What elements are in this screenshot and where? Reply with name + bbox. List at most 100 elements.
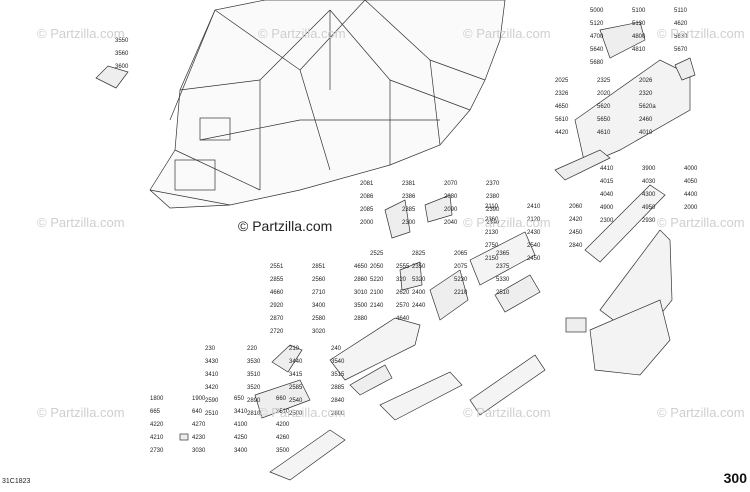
- callout-label: 240: [331, 346, 342, 352]
- callout-label: 2060: [569, 204, 583, 210]
- watermark: © Partzilla.com: [463, 26, 551, 41]
- callout-label: 2825: [412, 251, 426, 257]
- callout-label: 2075: [454, 264, 468, 270]
- callout-label: 2890: [247, 398, 261, 404]
- callout-label: 2840: [331, 398, 345, 404]
- panel-2120: [469, 231, 536, 286]
- watermark: © Partzilla.com: [657, 26, 745, 41]
- bracket-4700: [674, 57, 696, 81]
- panel-5120: [599, 21, 646, 59]
- callout-label: 3550: [115, 38, 129, 44]
- callout-label: 3440: [289, 359, 303, 365]
- rocker-2500: [469, 354, 546, 416]
- callout-label: 2551: [270, 264, 284, 270]
- callout-label: 2400: [412, 290, 426, 296]
- callout-label: 2870: [270, 316, 284, 322]
- bracket-3600: [95, 65, 129, 89]
- callout-label: 2026: [639, 78, 653, 84]
- callout-label: 2560: [312, 277, 326, 283]
- callout-label: 4220: [150, 422, 164, 428]
- callout-label: 5680: [590, 60, 604, 66]
- callout-label: 1800: [150, 396, 164, 402]
- callout-label: 5000: [590, 8, 604, 14]
- callout-label: 2855: [270, 277, 284, 283]
- callout-label: 3030: [192, 448, 206, 454]
- callout-label: 2300: [600, 218, 614, 224]
- part-2510: [349, 364, 393, 396]
- callout-label: 230: [205, 346, 216, 352]
- callout-label: 2440: [412, 303, 426, 309]
- callout-label: 2065: [454, 251, 468, 257]
- callout-label: 2860: [354, 277, 368, 283]
- callout-label: 2585: [289, 385, 303, 391]
- callout-label: 4200: [276, 422, 290, 428]
- part-2570: [271, 344, 303, 373]
- callout-label: 2410: [527, 204, 541, 210]
- callout-label: 3420: [205, 385, 219, 391]
- rocker-4100: [269, 429, 346, 481]
- main-watermark: © Partzilla.com: [238, 218, 333, 234]
- callout-label: 2210: [454, 290, 468, 296]
- callout-label: 2100: [370, 290, 384, 296]
- callout-label: 3400: [312, 303, 326, 309]
- callout-label: 2090: [444, 207, 458, 213]
- callout-label: 2525: [370, 251, 384, 257]
- callout-label: 5110: [674, 8, 688, 14]
- callout-label: 4800: [632, 34, 646, 40]
- callout-label: 2386: [402, 194, 416, 200]
- callout-label: 3430: [205, 359, 219, 365]
- callout-label: 3510: [276, 409, 290, 415]
- callout-label: 3510: [247, 372, 261, 378]
- callout-label: 2570: [396, 303, 410, 309]
- callout-label: 2555: [396, 264, 410, 270]
- callout-label: 3500: [276, 448, 290, 454]
- panel-2210: [494, 274, 541, 313]
- callout-label: 2720: [270, 329, 284, 335]
- callout-label: 4230: [192, 435, 206, 441]
- callout-label: 2885: [331, 385, 345, 391]
- callout-label: 4620: [674, 21, 688, 27]
- callout-label: 3515: [331, 372, 345, 378]
- callout-label: 4900: [600, 205, 614, 211]
- callout-label: 3410: [205, 372, 219, 378]
- callout-label: 2325: [597, 78, 611, 84]
- callout-label: 650: [234, 396, 245, 402]
- callout-label: 665: [150, 409, 161, 415]
- callout-label: 5100: [632, 8, 646, 14]
- callout-label: 4210: [150, 435, 164, 441]
- callout-label: 4260: [276, 435, 290, 441]
- watermark: © Partzilla.com: [37, 405, 125, 420]
- callout-label: 2025: [555, 78, 569, 84]
- callout-label: 3600: [115, 64, 129, 70]
- callout-label: 4610: [597, 130, 611, 136]
- callout-label: 2390: [486, 207, 500, 213]
- callout-label: 2840: [569, 243, 583, 249]
- panel-2720: [329, 317, 421, 381]
- callout-label: 2080: [444, 194, 458, 200]
- callout-label: 2130: [485, 230, 499, 236]
- callout-label: 2510: [205, 411, 219, 417]
- callout-label: 2070: [444, 181, 458, 187]
- callout-label: 2880: [354, 316, 368, 322]
- callout-label: 2540: [289, 398, 303, 404]
- callout-label: 2750: [485, 243, 499, 249]
- callout-label: 2140: [370, 303, 384, 309]
- callout-label: 5670: [674, 47, 688, 53]
- bracket-2065: [399, 261, 423, 291]
- callout-label: 4650: [555, 104, 569, 110]
- callout-label: 3010: [354, 290, 368, 296]
- part-640: [179, 433, 189, 441]
- callout-label: 2081: [360, 181, 374, 187]
- callout-label: 4050: [684, 179, 698, 185]
- callout-label: 2381: [402, 181, 416, 187]
- callout-label: 320: [396, 277, 407, 283]
- callout-label: 2730: [150, 448, 164, 454]
- callout-label: 2580: [312, 316, 326, 322]
- callout-label: 2385: [402, 207, 416, 213]
- callout-label: 5630: [674, 34, 688, 40]
- callout-label: 4040: [600, 192, 614, 198]
- callout-label: 2020: [597, 91, 611, 97]
- callout-label: 2300: [402, 220, 416, 226]
